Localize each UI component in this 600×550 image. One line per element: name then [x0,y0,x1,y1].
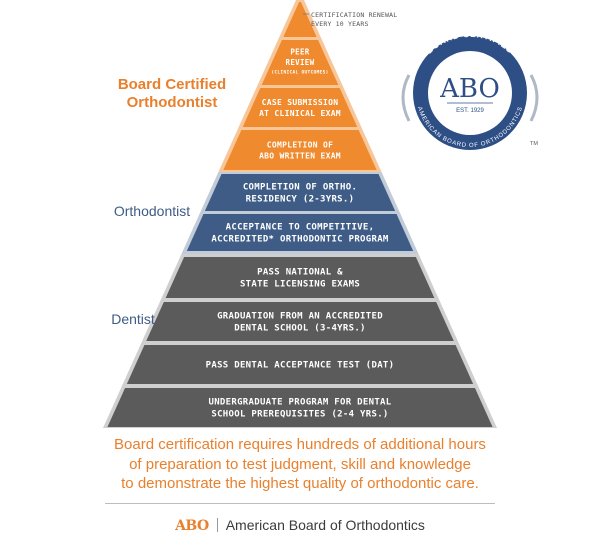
tier-label-line: PASS DENTAL ACCEPTANCE TEST (DAT) [206,361,395,371]
tier-label-line: COMPLETION OF [267,140,334,149]
pyramid-tier-8: GRADUATION FROM AN ACCREDITED DENTAL SCHO… [146,302,454,341]
pyramid-group-backdrop [218,0,382,172]
tier-label-line: DENTAL SCHOOL (3-4YRS.) [234,324,366,334]
pyramid-tier-10: UNDERGRADUATE PROGRAM FOR DENTAL SCHOOL P… [107,388,493,427]
laurel-left [401,74,411,122]
pyramid-tier-9: PASS DENTAL ACCEPTANCE TEST (DAT) [126,345,474,384]
tier-shape [107,388,493,427]
tier-label-line: ACCEPTANCE TO COMPETITIVE, [226,223,375,233]
footer-org-name: American Board of Orthodontics [225,517,425,533]
tier-label-line: RESIDENCY (2-3YRS.) [246,195,355,205]
pyramid-tier-3: CASE SUBMISSION AT CLINICAL EXAM [242,88,358,127]
pyramid-tier-4: COMPLETION OF ABO WRITTEN EXAM [223,130,377,170]
footer: ABO American Board of Orthodontics [0,517,600,534]
tier-label-line: AT CLINICAL EXAM [259,109,341,118]
tier-shape [165,257,435,298]
seal-inner-disk [428,51,512,135]
tier-shape [261,40,339,85]
seal-center-text: ABO [439,74,500,104]
pyramid-tier-1 [283,2,317,37]
tier-shape [283,2,317,37]
footer-abo-logo: ABO [175,518,209,534]
pyramid-tier-6: ACCEPTANCE TO COMPETITIVE, ACCREDITED* OR… [186,214,414,251]
tagline-line: Board certification requires hundreds of… [114,436,486,453]
renewal-note-line: EVERY 10 YEARS [311,20,369,28]
tier-shape [204,174,396,211]
tier-sub-label: (CLINICAL OUTCOMES) [271,70,328,76]
tier-shape [223,130,377,170]
renewal-note-line: CERTIFICATION RENEWAL [311,11,398,19]
tier-label-line: ABO WRITTEN EXAM [259,151,341,160]
tier-shape [186,214,414,251]
label-dentist: Dentist [111,311,155,327]
seal-tm: TM [530,141,538,147]
tier-shape [126,345,474,384]
footer-separator [216,518,218,532]
tier-shape [146,302,454,341]
label-orthodontist: Orthodontist [113,203,191,219]
tier-label-line: PEER [290,48,309,57]
tier-label-line: GRADUATION FROM AN ACCREDITED [217,312,383,322]
tagline: Board certification requires hundreds of… [60,435,540,494]
tagline-line: to demonstrate the highest quality of or… [121,475,479,492]
tier-label-line: UNDERGRADUATE PROGRAM FOR DENTAL [209,398,392,408]
tier-label-line: STATE LICENSING EXAMS [240,280,360,290]
pyramid-tier-5: COMPLETION OF ORTHO. RESIDENCY (2-3YRS.) [204,174,396,211]
renewal-note: CERTIFICATION RENEWAL EVERY 10 YEARS [311,11,431,29]
abo-seal-logo: BOARD CERTIFIED AMERICAN BOARD OF ORTHOD… [401,35,539,150]
label-board-certified-orthodontist: Board Certified Orthodontist [117,76,227,111]
tier-label-line: COMPLETION OF ORTHO. [243,183,357,193]
tagline-line: of preparation to test judgment, skill a… [129,455,471,473]
laurel-right [529,74,539,122]
tier-label-line: CASE SUBMISSION [262,98,339,107]
divider [105,503,495,504]
tier-shape [242,88,358,127]
tier-label-line: REVIEW [286,58,315,67]
tier-label-line: ACCREDITED* ORTHODONTIC PROGRAM [211,235,389,245]
tier-label-line: SCHOOL PREREQUISITES (2-4 YRS.) [211,410,388,420]
seal-est-text: EST. 1929 [456,108,484,114]
pyramid-tier-7: PASS NATIONAL & STATE LICENSING EXAMS [165,257,435,298]
tier-label-line: PASS NATIONAL & [257,268,343,278]
